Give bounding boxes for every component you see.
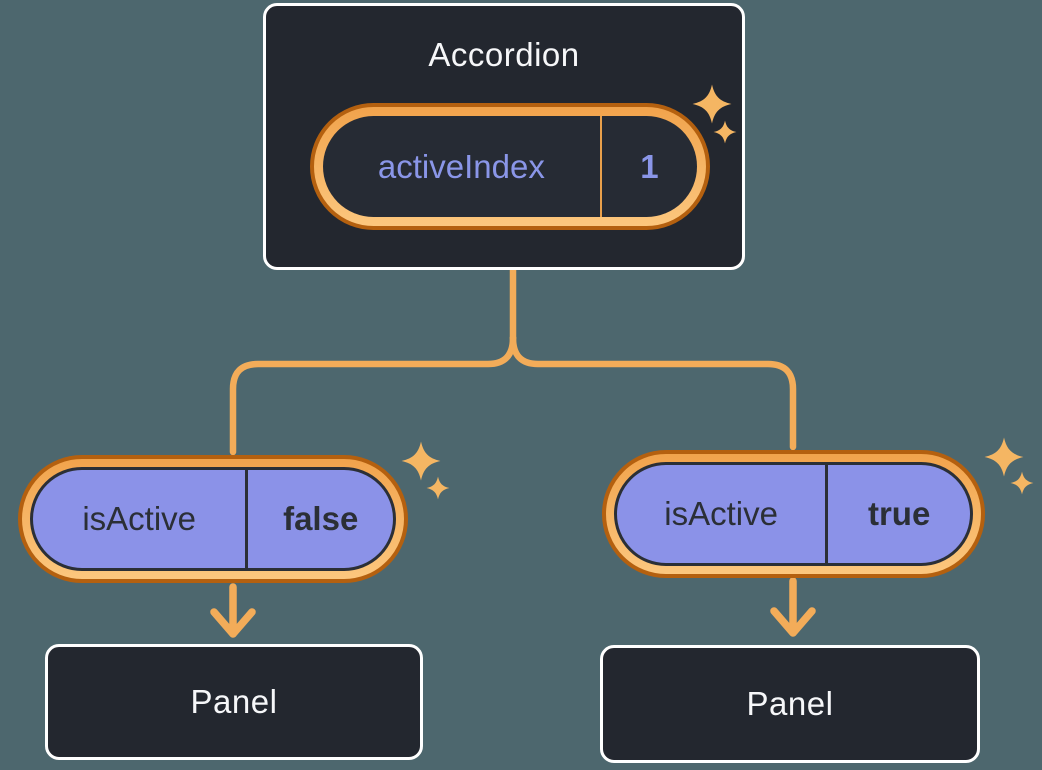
arrow-down-right [770, 577, 816, 637]
prop-name-left: isActive [82, 500, 197, 537]
pill-divider [599, 116, 602, 217]
state-pill: activeIndex 1 [310, 103, 710, 230]
prop-value-right: true [867, 495, 931, 532]
state-name: activeIndex [377, 147, 545, 185]
panel-node-right: Panel [600, 645, 980, 763]
state-value: 1 [640, 147, 659, 185]
tree-connector-right [509, 334, 797, 451]
prop-pill-right: isActive true [602, 450, 985, 578]
accordion-title: Accordion [428, 36, 580, 73]
panel-title-left: Panel [190, 683, 278, 720]
panel-title-right: Panel [746, 685, 834, 722]
arrow-down-left [210, 583, 256, 638]
pill-divider [245, 470, 249, 568]
panel-node-left: Panel [45, 644, 423, 760]
prop-name-right: isActive [664, 495, 778, 532]
pill-divider [825, 465, 829, 563]
tree-connector-left [229, 334, 517, 456]
prop-pill-left: isActive false [18, 455, 408, 583]
prop-value-left: false [283, 500, 359, 537]
